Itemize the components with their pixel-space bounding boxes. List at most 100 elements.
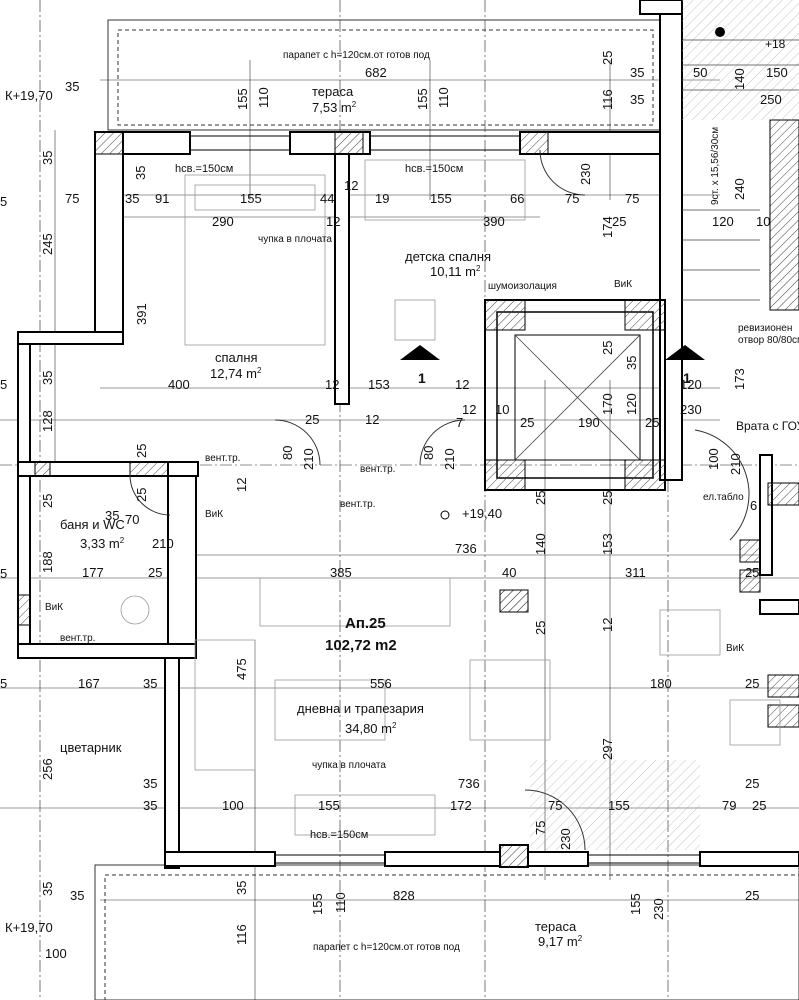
dim: 25 [600,491,615,505]
dim: 180 [650,676,672,691]
dim: 167 [78,676,100,691]
dim: 5 [0,194,7,209]
dim: 75 [548,798,562,813]
dim: 682 [365,65,387,80]
window-height-note-3: hсв.=150см [310,829,368,841]
column-hatches [17,119,799,868]
dim: 35 [630,65,644,80]
dim: 80 [280,446,295,460]
dim: 230 [558,828,573,850]
dim: 70 [125,512,139,527]
door-swings [129,149,750,851]
dim: 35 [234,881,249,895]
dim: 155 [430,191,452,206]
section-mark-left: 1 [418,370,426,386]
section-mark-right: 1 [683,370,691,386]
living-label: дневна и трапезария [297,701,424,716]
terrace-bottom-outline [94,864,799,1000]
bedroom-label: спалня [215,350,258,365]
dim: 75 [65,191,79,206]
parapet-bottom-note: парапет с h=120см.от готов под [313,942,460,953]
inspection-note: ревизионен [738,323,792,334]
dim: 311 [625,565,646,580]
dim: 25 [600,341,615,355]
plumbing-note-2: ВиК [205,509,223,520]
dim: 7 [456,415,463,430]
dim: 35 [133,166,148,180]
svg-text:34,80 m2: 34,80 m2 [345,721,397,736]
dim: 150 [766,65,788,80]
dim: 188 [40,551,55,573]
dim: 12 [325,377,339,392]
flowerbed-label: цветарник [60,740,122,755]
dim: 391 [134,303,149,325]
dim: 80 [421,446,436,460]
dim: 12 [600,618,615,632]
vent-note-4: вент.тр. [360,464,395,475]
section-marks [400,345,705,360]
dim: 35 [70,888,84,903]
svg-text:7,53 m2: 7,53 m2 [312,100,357,115]
dim: 155 [318,798,340,813]
dim: 736 [458,776,480,791]
column-marker [715,27,725,37]
dim: 35 [40,371,55,385]
dim: 174 [600,216,615,238]
soundproofing-note: шумоизолация [488,281,557,292]
dimension-lines [0,60,799,1000]
dim: 290 [212,214,234,229]
dim: 153 [368,377,390,392]
dim: 155 [608,798,630,813]
dim: 155 [415,88,430,110]
dim: 25 [745,676,759,691]
dim: 19 [375,191,389,206]
dim: 230 [651,898,666,920]
dim: 12 [234,478,249,492]
dim: 25 [305,412,319,427]
electrical-panel-note: ел.табло [703,491,744,503]
dim: 110 [436,87,451,108]
dim: 66 [510,191,524,206]
kids-bedroom-area: 10,11 m [430,264,476,279]
dim: 140 [732,68,747,90]
svg-text:3,33 m2: 3,33 m2 [80,536,125,551]
dim: 100 [222,798,244,813]
dim: 475 [234,658,249,680]
dim: 35 [105,508,119,523]
dim: 44 [320,191,334,206]
floor-level: +19,40 [462,506,502,521]
terrace-bottom-area: 9,17 m [538,934,578,949]
dim: 25 [745,776,759,791]
furniture [120,159,781,836]
dim: 155 [240,191,262,206]
dim: 172 [450,798,472,813]
plumbing-note-4: ВиК [726,643,744,654]
dim: 230 [680,402,702,417]
svg-text:9,17 m2: 9,17 m2 [538,934,583,949]
dim: 35 [624,356,639,370]
dim: 128 [40,410,55,432]
dim: 79 [722,798,736,813]
dim: 828 [393,888,415,903]
plumbing-note-1: ВиК [614,279,632,290]
dim: 210 [152,536,174,551]
dim: 50 [693,65,707,80]
dim: 120 [712,214,734,229]
dim: 153 [600,533,615,555]
dim: 116 [600,89,615,110]
dim: 400 [168,377,190,392]
dim: 110 [256,87,271,108]
living-area: 34,80 m [345,721,392,736]
slab-break-note-1: чупка в плочата [258,234,332,245]
dim: 5 [0,377,7,392]
dim: 25 [148,565,162,580]
dim: 170 [600,393,615,415]
dim: 12 [326,214,340,229]
dim: 25 [600,51,615,65]
dim: 35 [630,92,644,107]
dim: 25 [134,444,149,458]
level-marker [440,510,450,520]
fire-door-note: Врата с ГОУ [736,419,799,433]
dim: 120 [680,377,702,392]
